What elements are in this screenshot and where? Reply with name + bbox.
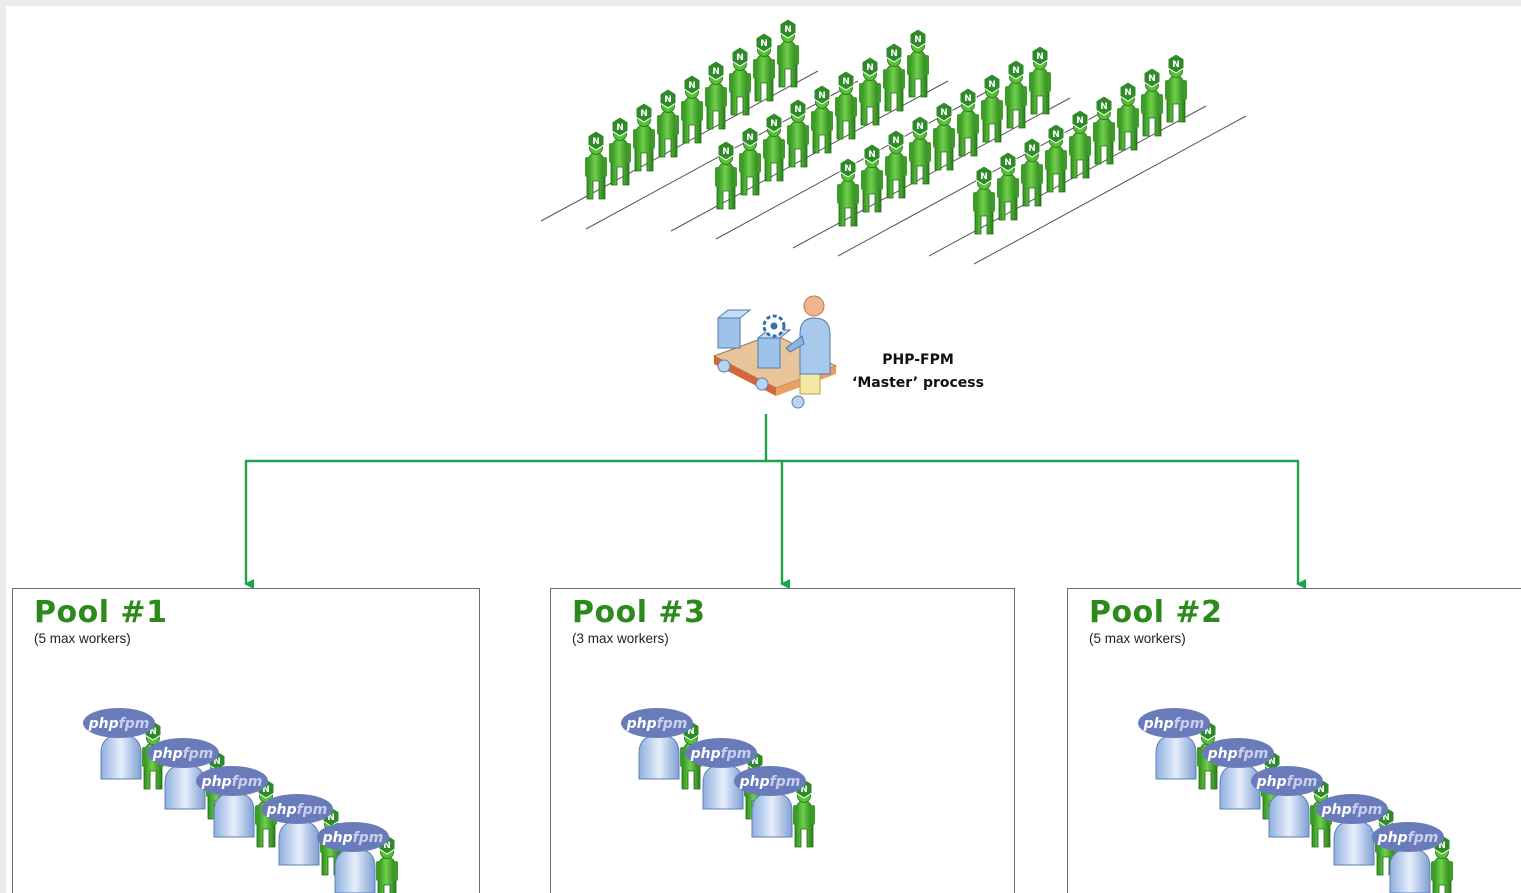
nginx-worker-icon [1004,59,1028,129]
nginx-worker-icon [996,151,1020,221]
nginx-worker-icon [1044,123,1068,193]
nginx-worker-icon [980,73,1004,143]
pool-3-workers [620,707,816,848]
nginx-worker-icon [632,102,656,172]
nginx-worker-icon [1140,67,1164,137]
pool-2-subtitle: (5 max workers) [1089,631,1186,646]
nginx-worker-icon [704,60,728,130]
nginx-worker-icon [884,129,908,199]
nginx-worker-icon [858,56,882,126]
pool-worker-group [620,707,816,848]
pool-1-workers [82,707,399,893]
nginx-worker-icon [714,140,738,210]
nginx-worker-icon [882,42,906,112]
nginx-worker-icon [1164,53,1188,123]
nginx-worker-icon [584,130,608,200]
master-label-line2: ‘Master’ process [852,375,984,391]
pool-worker-group [1137,707,1454,893]
nginx-worker-icon [834,70,858,140]
nginx-worker-icon [1068,109,1092,179]
nginx-worker-icon [932,101,956,171]
nginx-worker-icon [738,126,762,196]
pool-worker-group [82,707,399,893]
nginx-worker-icon [608,116,632,186]
master-label-line1: PHP-FPM [882,352,954,368]
pool-2-workers [1137,707,1454,893]
pool-1-box: Pool #1 (5 max workers) [12,588,480,893]
nginx-worker-icon [972,165,996,235]
diagram-graphics: N phpfpm [244,18,1306,589]
nginx-worker-icon [752,32,776,102]
diagram-canvas: N phpfpm [6,6,1521,893]
master-process-icon [712,295,838,409]
master-process-label: PHP-FPM ‘Master’ process [848,349,988,395]
pool-3-box: Pool #3 (3 max workers) [550,588,1015,893]
nginx-worker-icon [908,115,932,185]
nginx-worker-icon [860,143,884,213]
nginx-worker-icon [1092,95,1116,165]
nginx-worker-icon [956,87,980,157]
pool-3-subtitle: (3 max workers) [572,631,669,646]
nginx-worker-icon [1020,137,1044,207]
nginx-worker-icon [906,28,930,98]
nginx-worker-icon [776,18,800,88]
pool-1-title: Pool #1 [34,595,168,630]
pool-3-title: Pool #3 [572,595,706,630]
pool-2-title: Pool #2 [1089,595,1223,630]
nginx-worker-icon [656,88,680,158]
nginx-worker-icon [1116,81,1140,151]
nginx-worker-icon [810,84,834,154]
nginx-worker-icon [786,98,810,168]
nginx-worker-icon [762,112,786,182]
connector-lines [244,414,1306,589]
nginx-worker-icon [680,74,704,144]
nginx-worker-icon [728,46,752,116]
nginx-worker-icon [836,157,860,227]
crowd-floor-line [973,115,1247,265]
pool-1-subtitle: (5 max workers) [34,631,131,646]
crowd-floor-line [837,107,1111,257]
nginx-worker-icon [1028,45,1052,115]
pool-2-box: Pool #2 (5 max workers) [1067,588,1521,893]
nginx-worker-crowd [540,18,1247,265]
